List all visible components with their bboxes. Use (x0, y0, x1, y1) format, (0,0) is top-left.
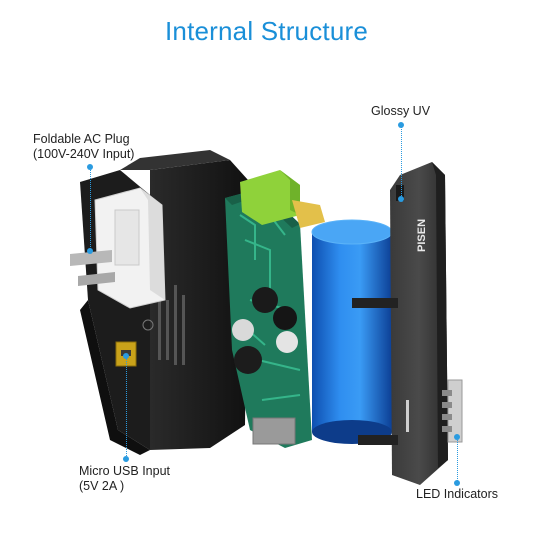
usb-input-label-line2: (5V 2A ) (79, 479, 125, 493)
glossy-callout-dot-top (398, 122, 404, 128)
glossy-uv-label-line1: Glossy UV (371, 104, 431, 118)
ac-plug-label-line2: (100V-240V Input) (33, 147, 135, 161)
glossy-uv-label: Glossy UV (371, 104, 430, 119)
ac-plug-label: Foldable AC Plug (100V-240V Input) (33, 132, 134, 162)
brand-logo: PISEN (416, 219, 428, 252)
ac-plug-label-line1: Foldable AC Plug (33, 132, 130, 146)
usb-input-label: Micro USB Input (5V 2A ) (79, 464, 170, 494)
page-title: Internal Structure (164, 16, 369, 46)
pcb-board (225, 170, 325, 448)
led-indicators-label-line1: LED Indicators (416, 487, 498, 501)
led-indicators-label: LED Indicators (416, 487, 498, 502)
glossy-callout-line (401, 124, 402, 200)
battery-cell (311, 219, 393, 444)
led-callout-dot-top (454, 434, 460, 440)
usb-input-label-line1: Micro USB Input (79, 464, 171, 478)
front-cover: PISEN (352, 162, 448, 485)
rear-housing (80, 150, 248, 455)
usb-callout-dot-bottom (123, 456, 129, 462)
usb-callout-dot-top (123, 353, 129, 359)
led-callout-line (457, 437, 458, 483)
ac-plug-callout-line (90, 167, 91, 249)
led-callout-dot-bottom (454, 480, 460, 486)
ac-plug-callout-dot-bottom (87, 248, 93, 254)
ac-plug (70, 187, 166, 309)
usb-callout-line (126, 356, 127, 460)
glossy-callout-dot-bottom (398, 196, 404, 202)
ac-plug-callout-dot-top (87, 164, 93, 170)
led-indicator-module (442, 379, 463, 443)
